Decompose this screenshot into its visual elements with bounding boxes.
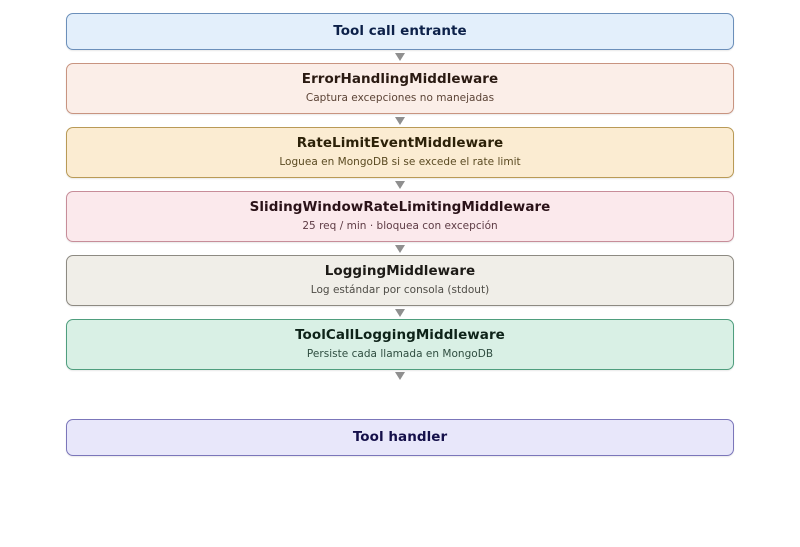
connector-rate-limit-event-to-sliding-window xyxy=(66,178,734,191)
node-error-handling-middleware[interactable]: ErrorHandlingMiddleware Captura excepcio… xyxy=(66,63,734,114)
node-tool-call-logging-middleware[interactable]: ToolCallLoggingMiddleware Persiste cada … xyxy=(66,319,734,370)
node-title: LoggingMiddleware xyxy=(324,263,476,280)
node-subtitle: Persiste cada llamada en MongoDB xyxy=(306,348,494,361)
connector-tool-call-logging-to-handler xyxy=(66,370,734,419)
node-subtitle: Captura excepciones no manejadas xyxy=(305,92,495,105)
flow-container: Tool call entrante ErrorHandlingMiddlewa… xyxy=(66,13,734,456)
connector-error-handling-to-rate-limit-event xyxy=(66,114,734,127)
down-arrow-icon xyxy=(395,308,405,317)
node-rate-limit-event-middleware[interactable]: RateLimitEventMiddleware Loguea en Mongo… xyxy=(66,127,734,178)
node-sliding-window-rate-limiting-middleware[interactable]: SlidingWindowRateLimitingMiddleware 25 r… xyxy=(66,191,734,242)
node-tool-call-entrante[interactable]: Tool call entrante xyxy=(66,13,734,50)
node-subtitle: 25 req / min · bloquea con excepción xyxy=(302,220,498,233)
node-tool-handler[interactable]: Tool handler xyxy=(66,419,734,456)
node-title: ToolCallLoggingMiddleware xyxy=(295,327,505,344)
node-title: SlidingWindowRateLimitingMiddleware xyxy=(249,199,551,216)
node-title: ErrorHandlingMiddleware xyxy=(301,71,499,88)
down-arrow-icon xyxy=(395,52,405,61)
node-subtitle: Loguea en MongoDB si se excede el rate l… xyxy=(279,156,521,169)
connector-logging-to-tool-call-logging xyxy=(66,306,734,319)
node-logging-middleware[interactable]: LoggingMiddleware Log estándar por conso… xyxy=(66,255,734,306)
down-arrow-icon xyxy=(395,244,405,253)
connector-entry-to-error-handling xyxy=(66,50,734,63)
node-subtitle: Log estándar por consola (stdout) xyxy=(310,284,490,297)
node-title: RateLimitEventMiddleware xyxy=(296,135,504,152)
node-title: Tool handler xyxy=(352,429,448,446)
down-arrow-icon xyxy=(395,180,405,189)
node-title: Tool call entrante xyxy=(333,23,467,40)
down-arrow-icon xyxy=(395,116,405,125)
down-arrow-icon xyxy=(395,372,405,380)
connector-sliding-window-to-logging xyxy=(66,242,734,255)
